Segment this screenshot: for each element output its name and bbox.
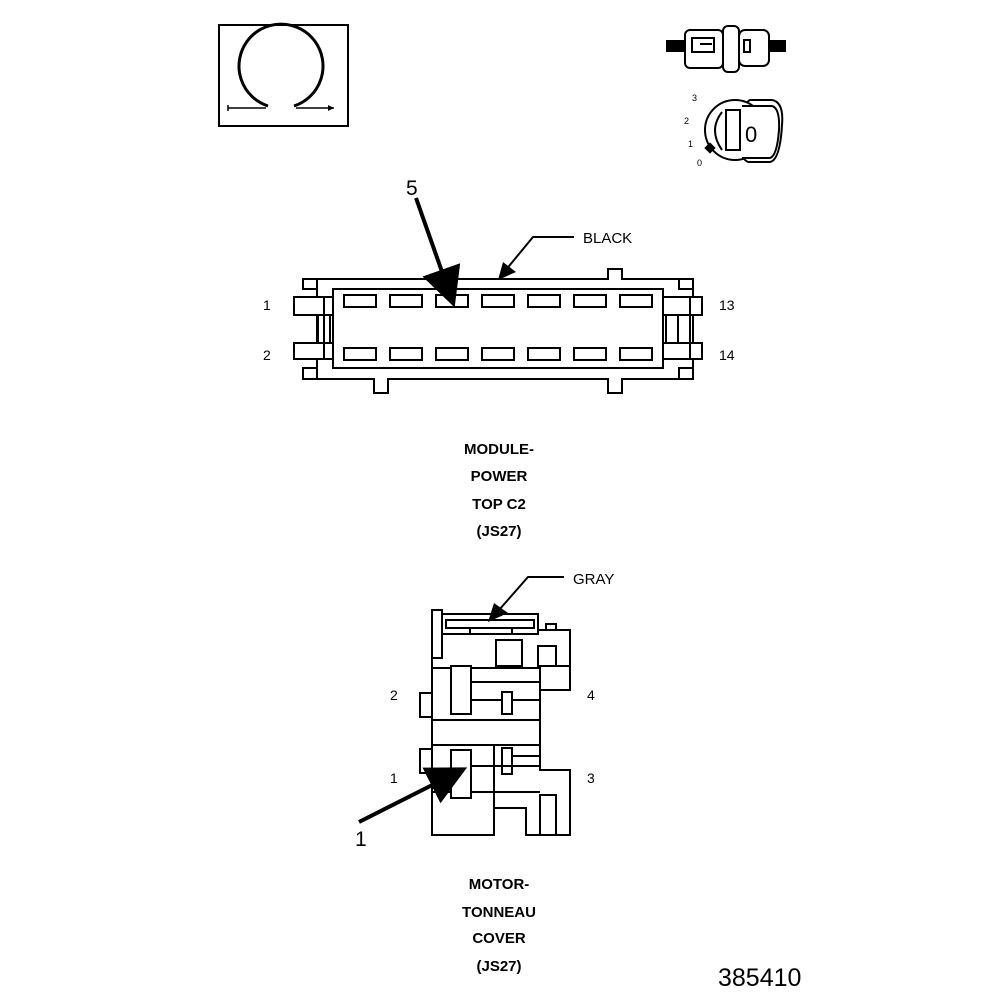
connector-plug-icon <box>666 25 786 73</box>
motor-color-leader <box>491 576 564 619</box>
c2-pin-1: 1 <box>263 297 271 313</box>
switch-position-0: 0 <box>697 158 702 168</box>
c2-title-line-3: TOP C2 <box>472 496 526 513</box>
ignition-switch-icon <box>704 99 784 163</box>
c2-cavity-row-bottom <box>343 347 653 361</box>
c2-pin-14: 14 <box>719 347 735 363</box>
motor-callout-arrow <box>358 767 468 824</box>
c2-callout-arrow <box>414 197 461 308</box>
power-cycle-icon <box>218 22 349 127</box>
c2-pin-13: 13 <box>719 297 735 313</box>
motor-pin-4: 4 <box>587 687 595 703</box>
c2-color-label: BLACK <box>583 230 632 247</box>
switch-position-2: 2 <box>684 116 689 126</box>
motor-connector-body <box>419 609 571 836</box>
c2-cavity-row-top <box>343 294 653 308</box>
c2-color-leader <box>499 236 574 278</box>
motor-pin-1: 1 <box>390 770 398 786</box>
c2-title: MODULE- POWER TOP C2 (JS27) <box>464 441 534 540</box>
c2-connector-body <box>293 268 703 394</box>
c2-title-line-4: (JS27) <box>476 523 521 540</box>
motor-title: MOTOR- TONNEAU COVER (JS27) <box>462 876 536 975</box>
motor-pin-2: 2 <box>390 687 398 703</box>
motor-title-line-3: COVER <box>472 930 526 947</box>
c2-pin-2: 2 <box>263 347 271 363</box>
c2-title-line-2: POWER <box>471 468 528 485</box>
motor-title-line-2: TONNEAU <box>462 904 536 921</box>
figure-id: 385410 <box>718 964 801 992</box>
motor-title-line-1: MOTOR- <box>469 876 530 893</box>
key-mark: 0 <box>745 122 757 147</box>
switch-position-3: 3 <box>692 93 697 103</box>
motor-pin-3: 3 <box>587 770 595 786</box>
c2-callout-number: 5 <box>406 177 418 200</box>
motor-title-line-4: (JS27) <box>476 958 521 975</box>
motor-color-label: GRAY <box>573 571 614 588</box>
motor-callout-number: 1 <box>355 828 367 851</box>
switch-position-1: 1 <box>688 139 693 149</box>
c2-title-line-1: MODULE- <box>464 441 534 458</box>
